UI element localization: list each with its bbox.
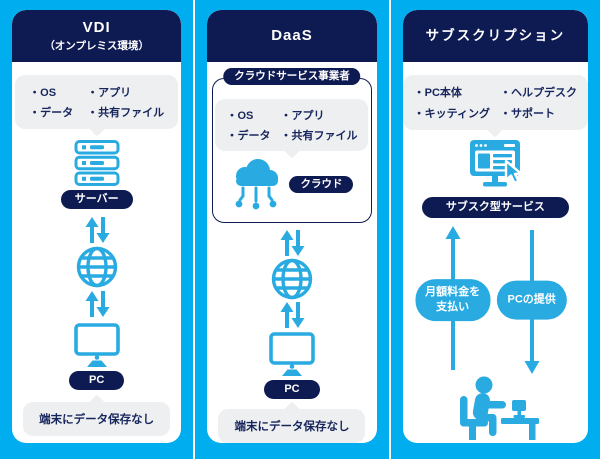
daas-note-bubble: 端末にデータ保存なし xyxy=(218,409,366,443)
subscription-services-bubble: ・PC本体 ・ヘルプデスク ・キッティング ・サポート xyxy=(402,75,588,130)
subscription-header: サブスクリプション xyxy=(402,10,588,62)
flow-payment-line2: 支払い xyxy=(436,301,470,313)
flow-payment-label: 月額料金を 支払い xyxy=(415,279,491,321)
daas-card: DaaS クラウドサービス事業者 ・OS ・アプリ ・データ ・共有ファイル xyxy=(207,10,377,443)
transfer-arrows-icon xyxy=(85,217,110,243)
vdi-resources-bubble: ・OS ・アプリ ・データ ・共有ファイル xyxy=(15,75,179,129)
panel-subscription: サブスクリプション ・PC本体 ・ヘルプデスク ・キッティング ・サポート xyxy=(390,0,600,459)
transfer-arrows-icon xyxy=(280,302,305,328)
bubble-item: ・OS xyxy=(29,87,57,99)
subscription-title: サブスクリプション xyxy=(425,27,566,43)
bubble-item: ・アプリ xyxy=(280,110,325,122)
flow-provision: PCの提供 xyxy=(495,226,569,374)
vdi-header: VDI （オンプレミス環境） xyxy=(12,10,182,62)
daas-title: DaaS xyxy=(271,27,313,44)
transfer-arrows-icon xyxy=(280,230,305,256)
internet-globe-icon xyxy=(271,258,313,300)
pc-label: PC xyxy=(264,380,320,399)
transfer-arrows-icon xyxy=(85,291,110,317)
subscription-flow: 月額料金を 支払い PCの提供 xyxy=(403,226,588,374)
bubble-item: ・アプリ xyxy=(87,87,132,99)
bubble-item: ・キッティング xyxy=(413,108,490,120)
subscription-card: サブスクリプション ・PC本体 ・ヘルプデスク ・キッティング ・サポート xyxy=(402,10,588,443)
panel-daas: DaaS クラウドサービス事業者 ・OS ・アプリ ・データ ・共有ファイル xyxy=(195,0,389,459)
server-icon xyxy=(74,140,120,186)
user-at-desk-icon xyxy=(460,376,540,440)
pc-label: PC xyxy=(69,371,125,390)
daas-header: DaaS xyxy=(207,10,377,62)
subscription-service-icon xyxy=(470,140,523,187)
bubble-item: ・PC本体 xyxy=(413,87,462,99)
bubble-item: ・サポート xyxy=(500,108,555,120)
flow-provision-label: PCの提供 xyxy=(496,280,567,320)
pc-monitor-icon xyxy=(269,332,315,376)
cloud-label: クラウド xyxy=(289,176,354,193)
bubble-item: ・共有ファイル xyxy=(87,107,165,119)
pc-monitor-icon xyxy=(73,323,120,367)
server-label: サーバー xyxy=(60,190,133,209)
flow-payment-line1: 月額料金を xyxy=(425,286,481,299)
bubble-item: ・共有ファイル xyxy=(280,130,358,142)
bubble-item: ・データ xyxy=(226,130,271,142)
panel-vdi: VDI （オンプレミス環境） ・OS ・アプリ ・データ ・共有ファイル xyxy=(0,0,194,459)
vdi-title: VDI xyxy=(82,19,111,36)
vdi-note-bubble: 端末にデータ保存なし xyxy=(23,402,171,436)
vdi-subtitle: （オンプレミス環境） xyxy=(44,40,149,52)
cloud-network-icon xyxy=(236,159,279,210)
vdi-card: VDI （オンプレミス環境） ・OS ・アプリ ・データ ・共有ファイル xyxy=(12,10,182,443)
bubble-item: ・データ xyxy=(29,107,74,119)
bubble-item: ・OS xyxy=(226,110,254,122)
cloud-provider-box: クラウドサービス事業者 ・OS ・アプリ ・データ ・共有ファイル xyxy=(211,68,372,223)
cloud-provider-label: クラウドサービス事業者 xyxy=(223,68,361,85)
internet-globe-icon xyxy=(76,246,117,288)
daas-resources-bubble: ・OS ・アプリ ・データ ・共有ファイル xyxy=(215,99,369,151)
bubble-item: ・ヘルプデスク xyxy=(500,87,577,99)
flow-payment: 月額料金を 支払い xyxy=(415,226,491,374)
subscription-service-label: サブスク型サービス xyxy=(421,197,569,218)
